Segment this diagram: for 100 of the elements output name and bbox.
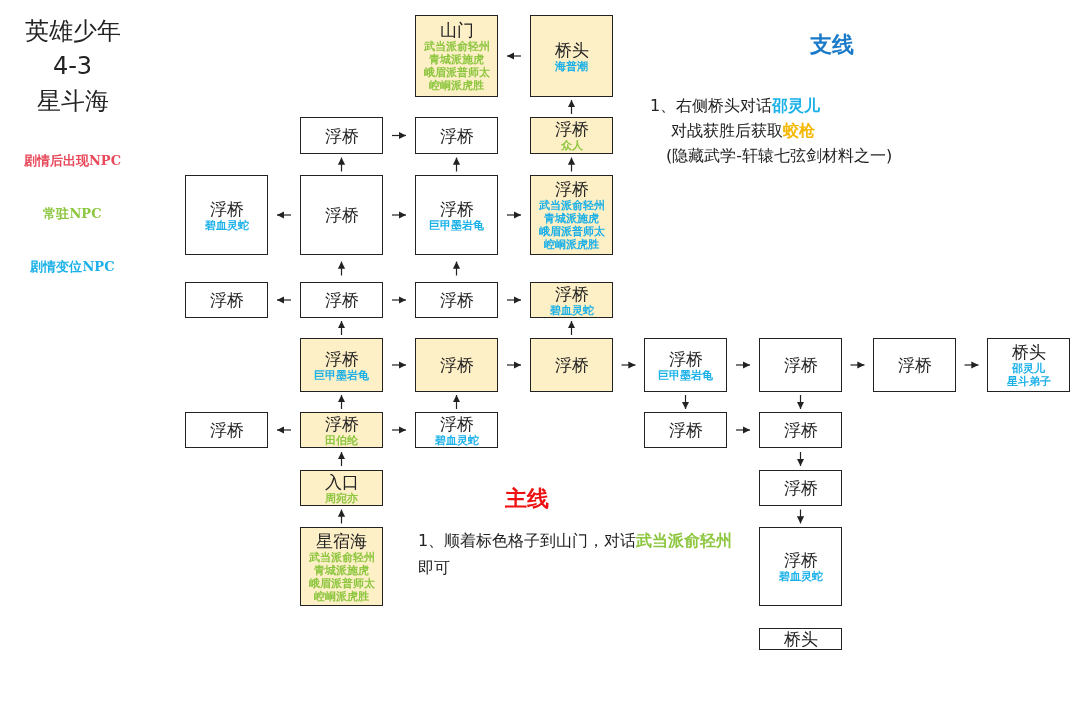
place-name: 浮桥 xyxy=(554,179,589,199)
arrow xyxy=(963,361,980,369)
arrow xyxy=(276,426,292,434)
legend-entry: 常驻NPC xyxy=(42,205,103,223)
npc-name: 崆峒派虎胜 xyxy=(544,238,599,251)
section-heading: 支线 xyxy=(810,31,854,59)
place-name: 浮桥 xyxy=(783,420,818,440)
note-line: 1、右侧桥头对话邵灵儿 xyxy=(650,96,821,117)
map-cell xyxy=(415,282,498,318)
map-cell xyxy=(300,527,383,606)
place-name: 浮桥 xyxy=(783,355,818,375)
arrow xyxy=(391,131,407,140)
map-cell xyxy=(530,338,613,392)
arrow xyxy=(506,52,522,60)
npc-name: 田伯纶 xyxy=(325,433,358,447)
arrow xyxy=(337,508,346,525)
map-cell xyxy=(759,470,842,506)
map-cell xyxy=(644,338,727,392)
place-name: 浮桥 xyxy=(668,348,703,369)
arrow xyxy=(337,394,346,410)
place-name: 桥头 xyxy=(554,39,589,60)
place-name: 浮桥 xyxy=(209,290,244,310)
place-name: 山门 xyxy=(439,20,474,40)
place-name: 浮桥 xyxy=(324,205,359,225)
place-name: 浮桥 xyxy=(668,420,703,440)
arrow xyxy=(391,296,407,304)
arrow xyxy=(276,296,292,304)
arrow xyxy=(337,320,346,336)
npc-name: 崆峒派虎胜 xyxy=(314,589,369,603)
npc-name: 峨眉派普师太 xyxy=(423,66,490,79)
map-cell xyxy=(530,175,613,255)
map-cell xyxy=(530,117,613,154)
place-name: 浮桥 xyxy=(783,550,818,570)
map-cell xyxy=(873,338,956,392)
arrow xyxy=(337,156,346,173)
map-cell xyxy=(415,338,498,392)
npc-name: 碧血灵蛇 xyxy=(204,218,249,232)
place-name: 浮桥 xyxy=(439,355,474,375)
npc-name: 武当派俞轻州 xyxy=(308,550,375,564)
arrow xyxy=(796,394,805,410)
arrow xyxy=(506,296,522,304)
place-name: 桥头 xyxy=(1011,342,1046,362)
arrow xyxy=(337,260,346,277)
map-cell xyxy=(759,628,842,650)
map-cell xyxy=(415,412,498,448)
npc-name: 青城派施虎 xyxy=(314,563,369,577)
arrow xyxy=(849,361,866,369)
map-cell xyxy=(300,175,383,255)
npc-name: 峨眉派普师太 xyxy=(308,576,375,590)
map-cell xyxy=(415,175,498,255)
map-cell xyxy=(759,527,842,606)
place-name: 浮桥 xyxy=(324,125,359,146)
place-name: 浮桥 xyxy=(439,125,474,146)
map-cell xyxy=(759,338,842,392)
place-name: 浮桥 xyxy=(324,413,359,434)
npc-name: 海普潮 xyxy=(555,59,588,73)
npc-name: 碧血灵蛇 xyxy=(778,570,823,583)
map-cell xyxy=(415,15,498,97)
npc-name: 青城派施虎 xyxy=(544,212,599,225)
place-name: 浮桥 xyxy=(324,348,359,369)
arrow xyxy=(452,394,461,410)
title: 英雄少年 4-3 星斗海 xyxy=(23,16,122,117)
arrow xyxy=(391,211,407,219)
npc-name: 邵灵儿 xyxy=(1012,362,1045,375)
place-name: 浮桥 xyxy=(439,413,474,434)
arrow xyxy=(681,394,690,410)
map-cell xyxy=(300,338,383,392)
npc-name: 碧血灵蛇 xyxy=(549,303,594,317)
npc-name: 星斗弟子 xyxy=(1006,375,1051,388)
map-cell xyxy=(185,412,268,448)
arrow xyxy=(391,426,407,434)
place-name: 桥头 xyxy=(783,629,818,649)
map-cell xyxy=(185,282,268,318)
map-cell xyxy=(530,15,613,97)
npc-name: 碧血灵蛇 xyxy=(434,433,479,447)
arrow xyxy=(452,156,461,173)
arrow xyxy=(567,320,576,336)
map-cell xyxy=(987,338,1070,392)
npc-name: 众人 xyxy=(560,139,583,152)
arrow xyxy=(796,508,805,525)
legend-entry: 剧情后出现NPC xyxy=(23,152,122,170)
note-text: 1、顺着标色格子到山门，对话武当派俞轻州即可 xyxy=(418,530,734,579)
arrow xyxy=(337,451,346,467)
npc-name: 峨眉派普师太 xyxy=(538,225,605,238)
map-cell xyxy=(300,282,383,318)
arrow xyxy=(452,260,461,277)
place-name: 入口 xyxy=(324,471,359,492)
arrow xyxy=(567,99,576,115)
place-name: 浮桥 xyxy=(554,355,589,375)
map-cell xyxy=(644,412,727,448)
arrow xyxy=(506,211,522,219)
map-cell xyxy=(530,282,613,318)
note-line: (隐藏武学-轩辕七弦剑材料之一) xyxy=(666,146,893,167)
note-line: 对战获胜后获取蛟枪 xyxy=(671,121,815,142)
section-heading: 主线 xyxy=(505,485,549,513)
place-name: 浮桥 xyxy=(439,290,474,310)
npc-name: 巨甲墨岩龟 xyxy=(658,368,713,382)
arrow xyxy=(735,361,751,369)
map-cell xyxy=(300,117,383,154)
map-cell xyxy=(759,412,842,448)
